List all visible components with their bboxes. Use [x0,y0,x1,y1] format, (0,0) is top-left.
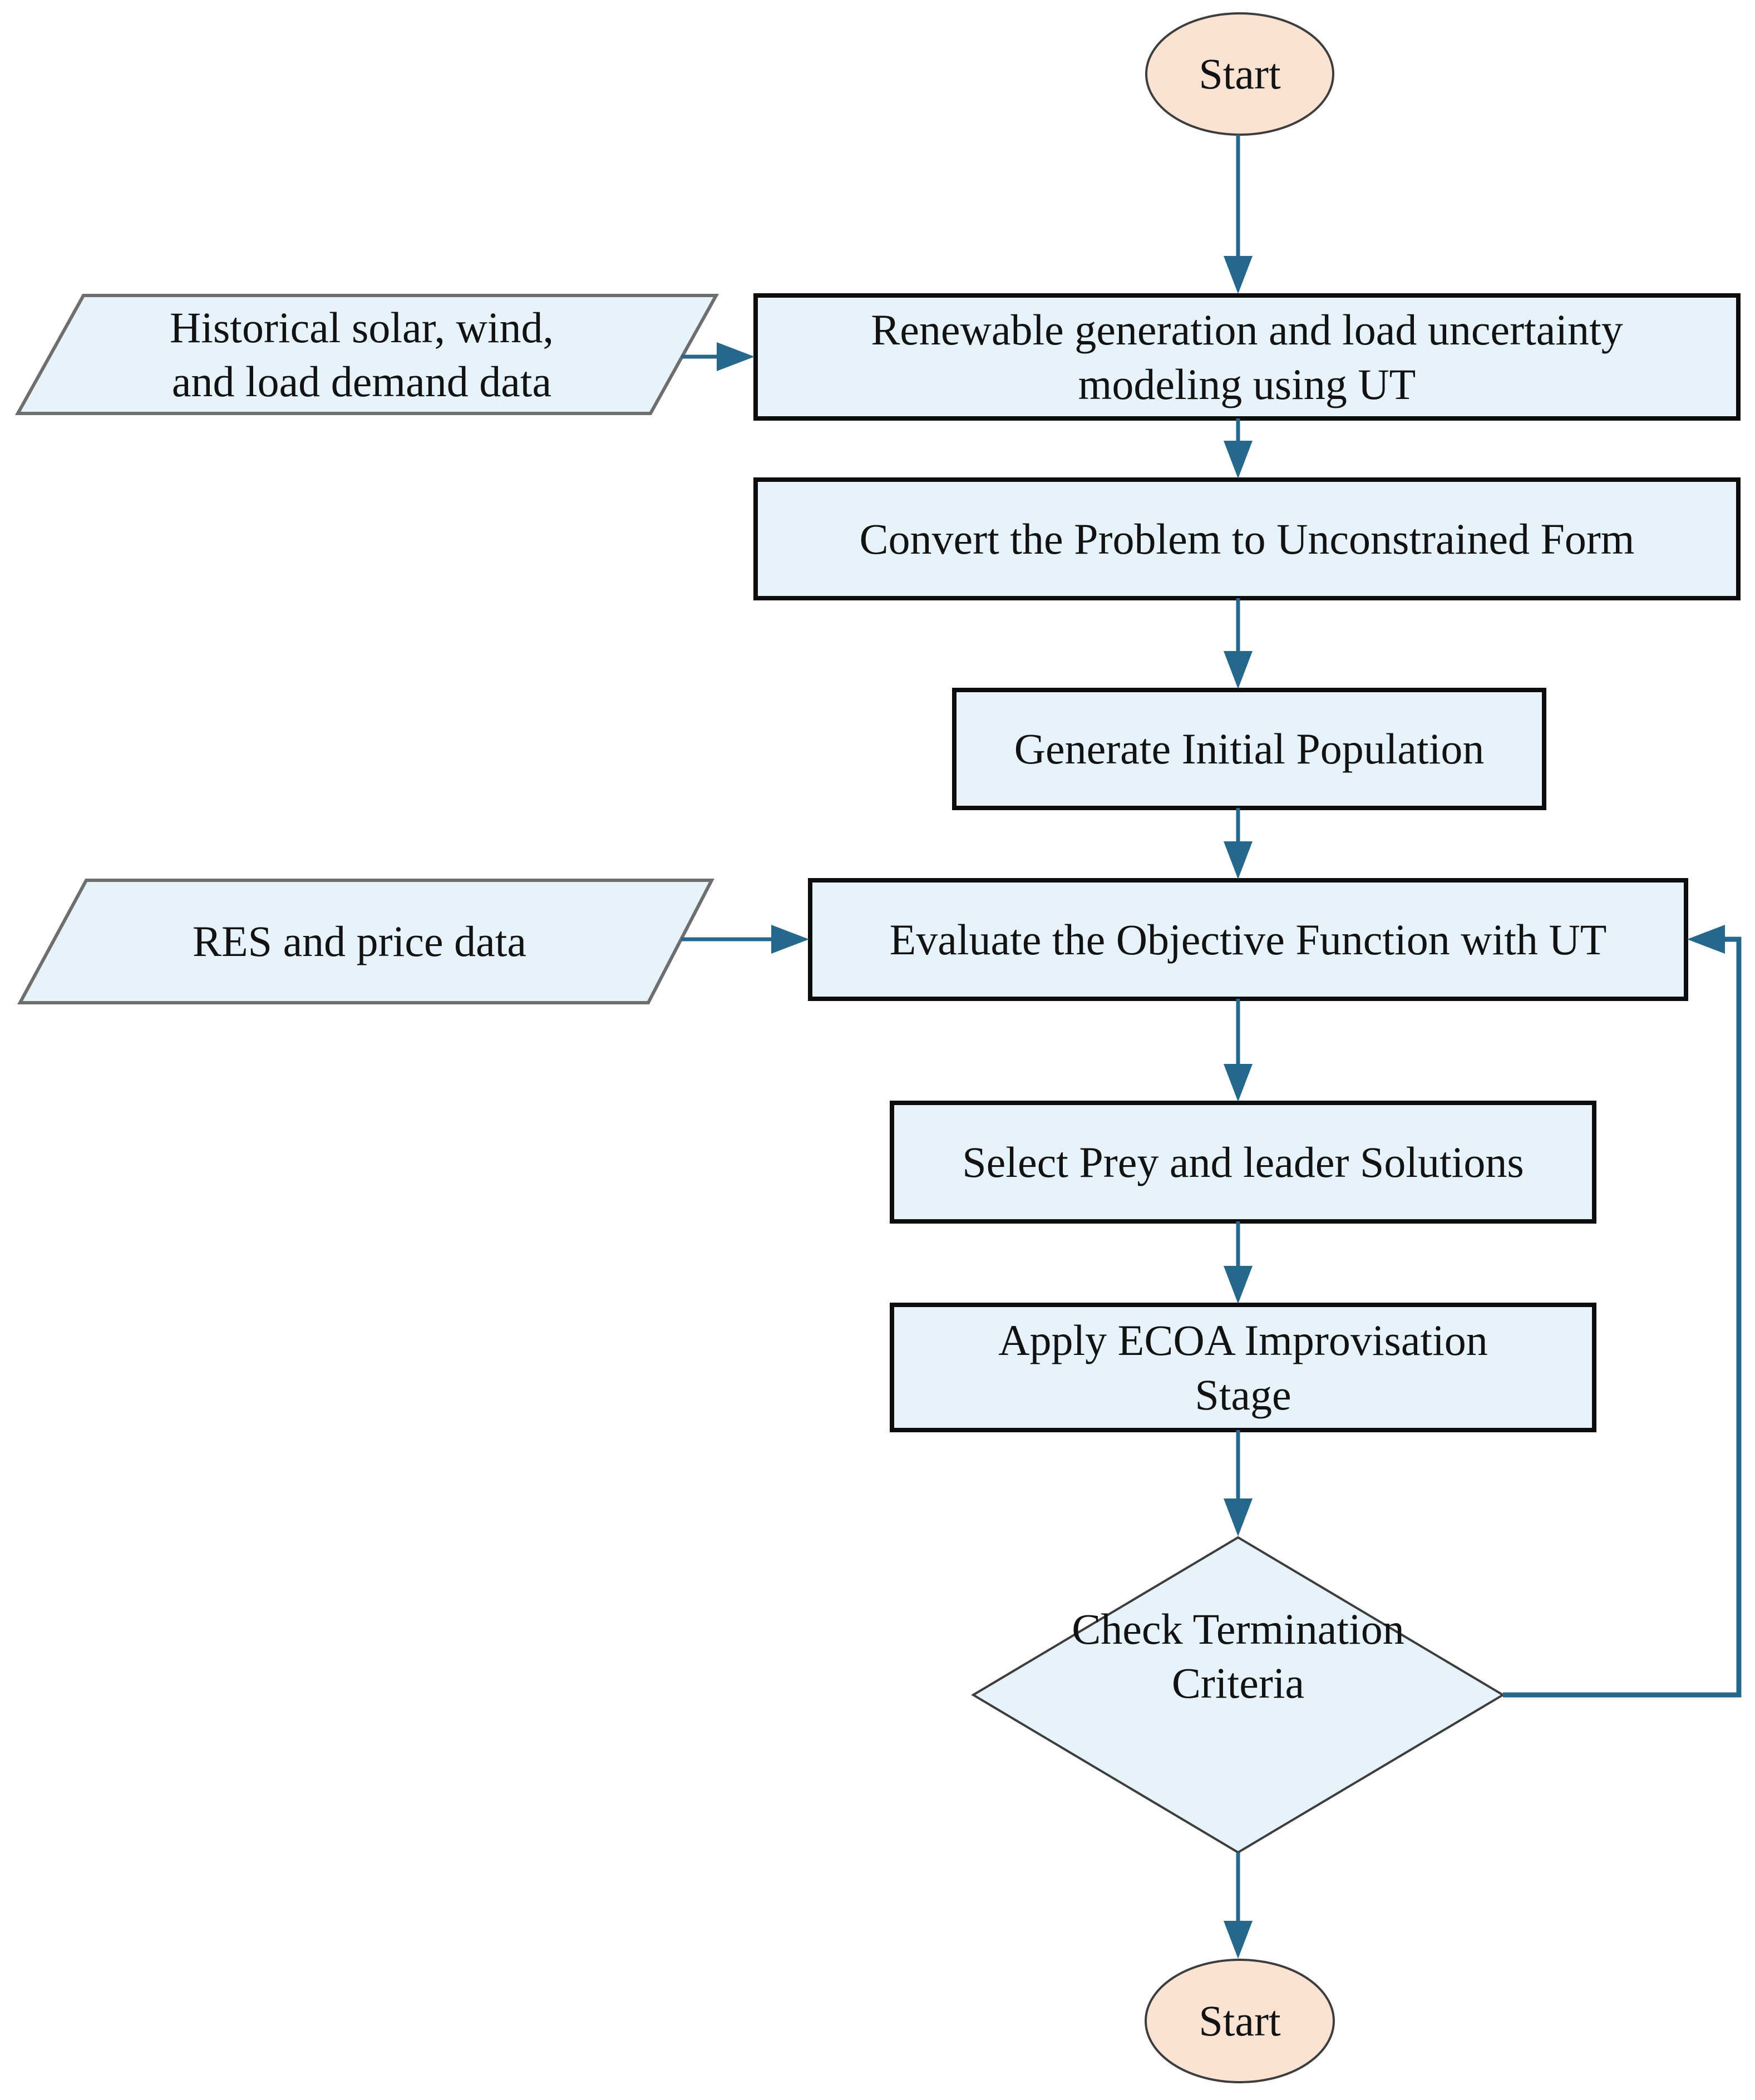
arrow-res-price-to-evaluate [681,925,809,954]
start-terminator-shape [1145,12,1334,136]
select-prey-box [890,1101,1596,1224]
feedback-loop-termination-to-evaluate [1503,925,1742,1698]
arrow-termination-to-end [1224,1852,1253,1959]
res-price-data-parallelogram [17,879,714,1004]
arrow-convert-to-generate [1224,598,1253,689]
evaluate-objective-box [808,878,1688,1001]
arrow-select-to-ecoa [1224,1221,1253,1304]
check-termination-diamond [971,1536,1505,1854]
arrow-modeling-to-convert [1224,418,1253,479]
arrow-ecoa-to-termination [1224,1430,1253,1536]
end-terminator-shape [1145,1959,1335,2083]
uncertainty-modeling-box [753,293,1741,421]
arrow-historical-data-to-modeling [681,342,755,371]
generate-population-box [952,688,1546,810]
apply-ecoa-box [890,1303,1596,1432]
historical-data-parallelogram [14,294,719,415]
arrow-evaluate-to-select [1224,999,1253,1102]
arrow-start-to-modeling [1224,135,1253,294]
arrow-generate-to-evaluate [1224,808,1253,879]
convert-problem-box [753,477,1741,600]
